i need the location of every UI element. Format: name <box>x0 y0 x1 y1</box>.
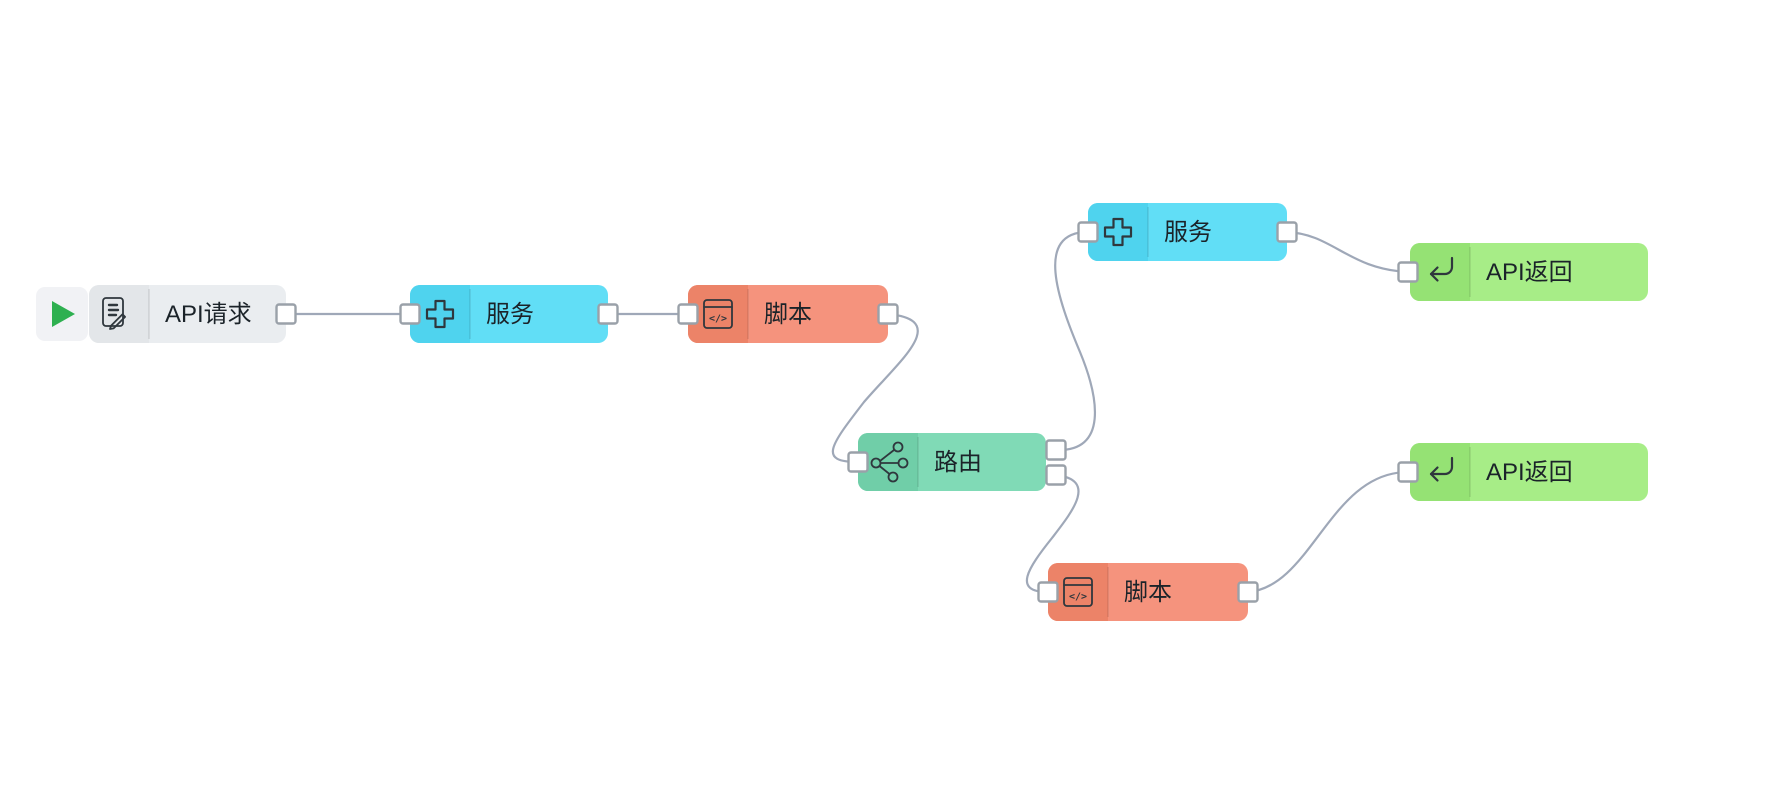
node-label: API返回 <box>1486 259 1573 286</box>
node-route-1[interactable]: 路由 <box>858 433 1046 491</box>
wire-route-1-to-service-2[interactable] <box>1054 230 1097 452</box>
run-button[interactable] <box>36 287 88 341</box>
port-out-api-request[interactable] <box>275 303 297 325</box>
plus-icon <box>1103 217 1133 247</box>
node-icon-section-fill <box>728 285 748 343</box>
port-out-service-1[interactable] <box>597 303 619 325</box>
node-icon-section-fill <box>129 285 149 343</box>
node-api-return-1[interactable]: API返回 <box>1410 243 1648 301</box>
port-in-route-1[interactable] <box>847 451 869 473</box>
edit-document-icon <box>102 297 126 330</box>
node-label: API请求 <box>165 301 252 328</box>
port-in-service-1[interactable] <box>399 303 421 325</box>
port-out-2-route-1[interactable] <box>1045 464 1067 486</box>
node-icon-section-fill <box>1450 243 1470 301</box>
wire-script-2-to-api-return-2[interactable] <box>1246 470 1410 594</box>
wires <box>284 230 1410 594</box>
node-script-2[interactable]: </> 脚本 <box>1048 563 1248 621</box>
node-script-1[interactable]: </> 脚本 <box>688 285 888 343</box>
port-in-api-return-2[interactable] <box>1397 461 1419 483</box>
return-arrow-icon <box>1429 256 1454 282</box>
port-in-api-return-1[interactable] <box>1397 261 1419 283</box>
wire-script-1-to-route-1[interactable] <box>831 312 919 464</box>
plus-icon <box>425 299 455 329</box>
wire-route-1-to-script-2[interactable] <box>1025 473 1080 594</box>
port-out-service-2[interactable] <box>1276 221 1298 243</box>
port-out-script-1[interactable] <box>877 303 899 325</box>
port-in-service-2[interactable] <box>1077 221 1099 243</box>
port-in-script-1[interactable] <box>677 303 699 325</box>
svg-text:</>: </> <box>709 314 727 325</box>
node-service-2[interactable]: 服务 <box>1088 203 1287 261</box>
port-out-1-route-1[interactable] <box>1045 439 1067 461</box>
node-label: API返回 <box>1486 459 1573 486</box>
return-arrow-icon <box>1429 456 1454 482</box>
node-label: 服务 <box>486 301 534 328</box>
svg-text:</>: </> <box>1069 592 1087 603</box>
node-icon-section-fill <box>1088 563 1108 621</box>
code-window-icon: </> <box>703 299 733 329</box>
node-label: 脚本 <box>1124 579 1172 606</box>
branch-icon <box>870 441 909 483</box>
play-icon <box>52 301 75 327</box>
node-label: 路由 <box>934 449 982 476</box>
port-in-script-2[interactable] <box>1037 581 1059 603</box>
node-label: 服务 <box>1164 219 1212 246</box>
code-window-icon: </> <box>1063 577 1093 607</box>
ports <box>275 221 1419 603</box>
node-api-return-2[interactable]: API返回 <box>1410 443 1648 501</box>
node-icon-section-fill <box>1128 203 1148 261</box>
node-icon-section-fill <box>450 285 470 343</box>
node-label: 脚本 <box>764 301 812 328</box>
port-out-script-2[interactable] <box>1237 581 1259 603</box>
node-service-1[interactable]: 服务 <box>410 285 608 343</box>
node-icon-section-fill <box>1450 443 1470 501</box>
wire-service-2-to-api-return-1[interactable] <box>1285 230 1410 274</box>
node-api-request[interactable]: API请求 <box>89 285 286 343</box>
